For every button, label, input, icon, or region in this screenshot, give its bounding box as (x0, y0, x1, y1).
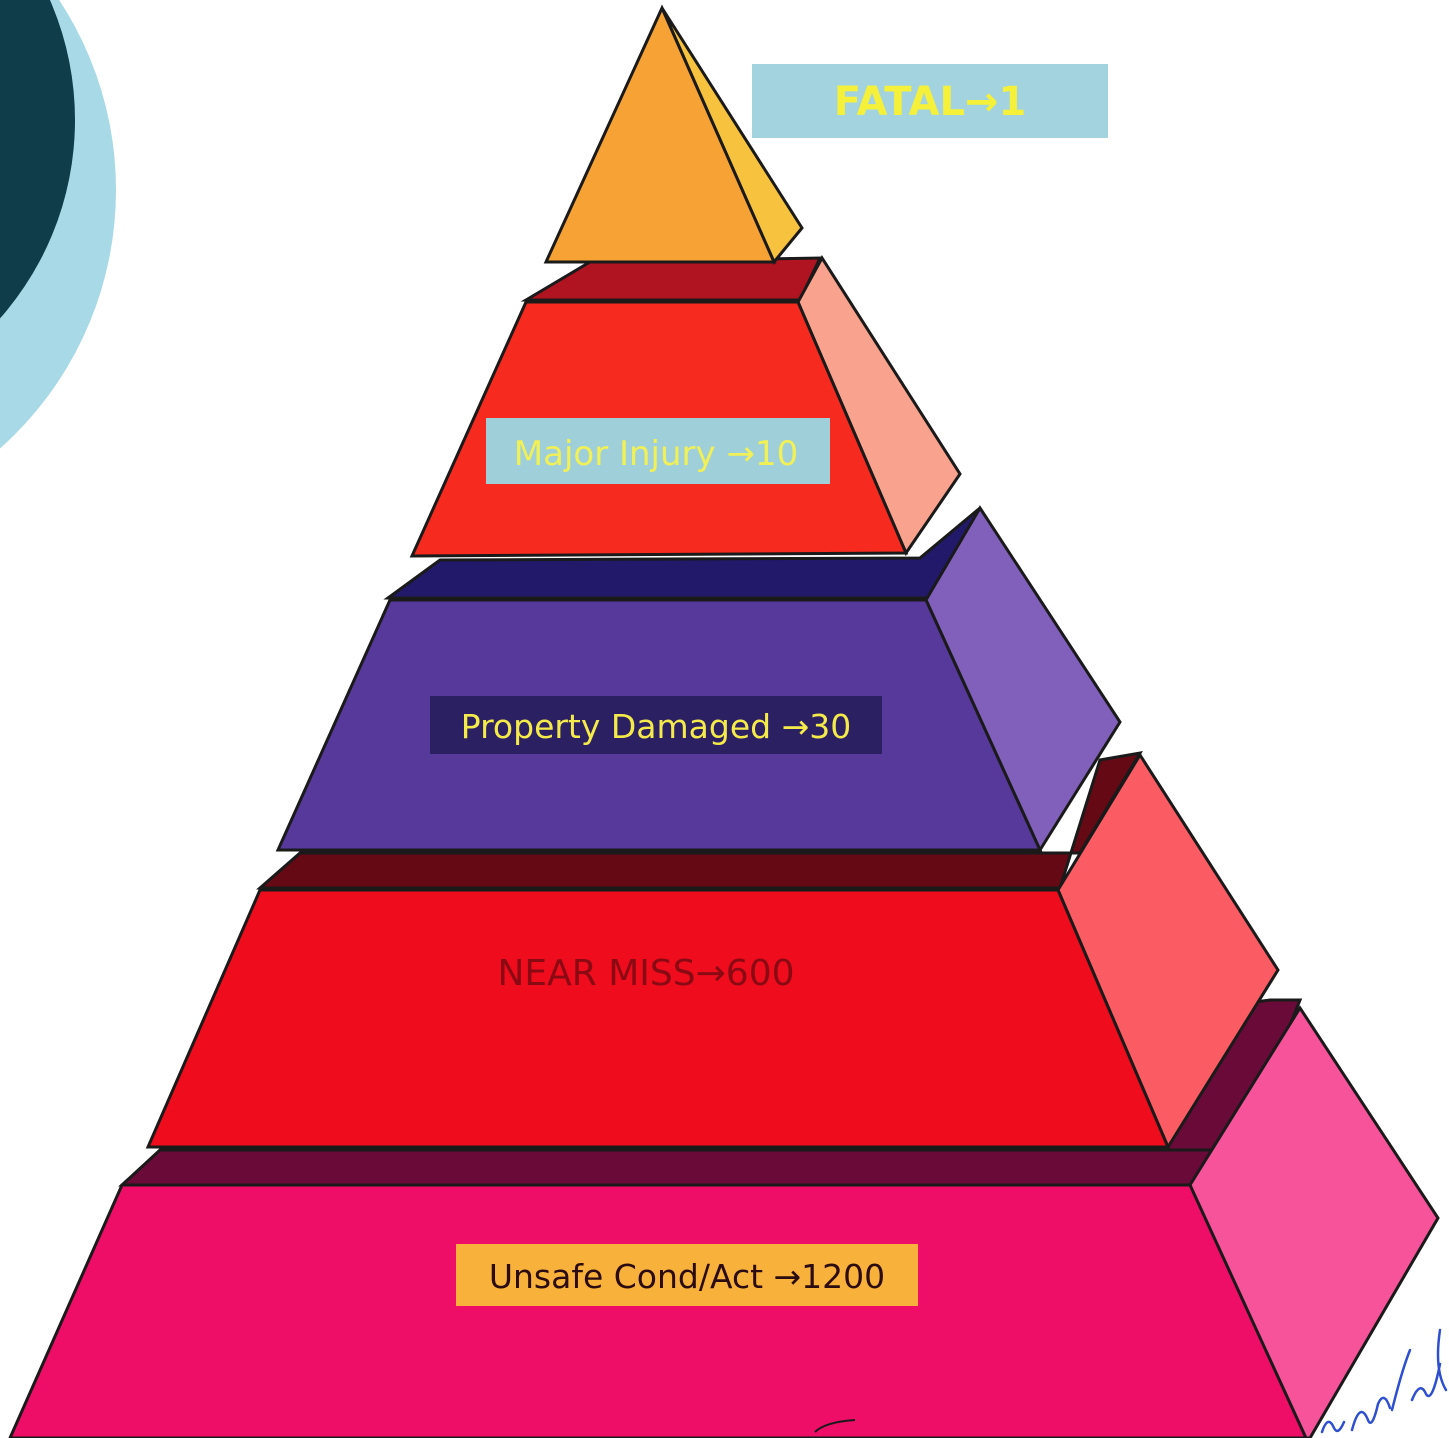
label-unsafe-cond-act-box (456, 1244, 918, 1306)
signature-underline (814, 1419, 856, 1433)
tier-property-damaged (275, 505, 1122, 854)
label-unsafe-cond-act-text: Unsafe Cond/Act →1200 (489, 1257, 885, 1296)
label-property-damaged-box (430, 696, 882, 754)
tier-major-injury (409, 255, 962, 558)
inner-circle (0, 0, 75, 319)
tier-near-miss-front-face (145, 888, 1171, 1149)
label-major-injury: Major Injury →10 (486, 418, 830, 484)
tier-major-top-face (520, 256, 823, 302)
label-unsafe-cond-act: Unsafe Cond/Act →1200 (456, 1244, 918, 1306)
label-property-damaged-text: Property Damaged →30 (461, 707, 851, 746)
tier-unsafe-front-face (8, 1183, 1308, 1438)
tier-property-top-face (383, 506, 982, 600)
decorative-circles (0, 0, 116, 449)
label-fatal-box (752, 64, 1108, 138)
signature-stroke (1320, 1328, 1448, 1434)
label-near-miss-text: NEAR MISS→600 (497, 953, 794, 994)
signature-mark (814, 1328, 1448, 1434)
label-major-injury-box (486, 418, 830, 484)
tier-near-miss (145, 750, 1280, 1151)
label-fatal-text: FATAL→1 (834, 79, 1027, 125)
label-fatal: FATAL→1 (752, 64, 1108, 138)
tier-fatal (543, 4, 804, 265)
tier-fatal-front-face (543, 4, 777, 264)
label-major-injury-text: Major Injury →10 (514, 434, 798, 474)
label-near-miss: NEAR MISS→600 (497, 953, 794, 994)
label-property-damaged: Property Damaged →30 (430, 696, 882, 754)
tier-unsafe-top-band (118, 1148, 1245, 1187)
